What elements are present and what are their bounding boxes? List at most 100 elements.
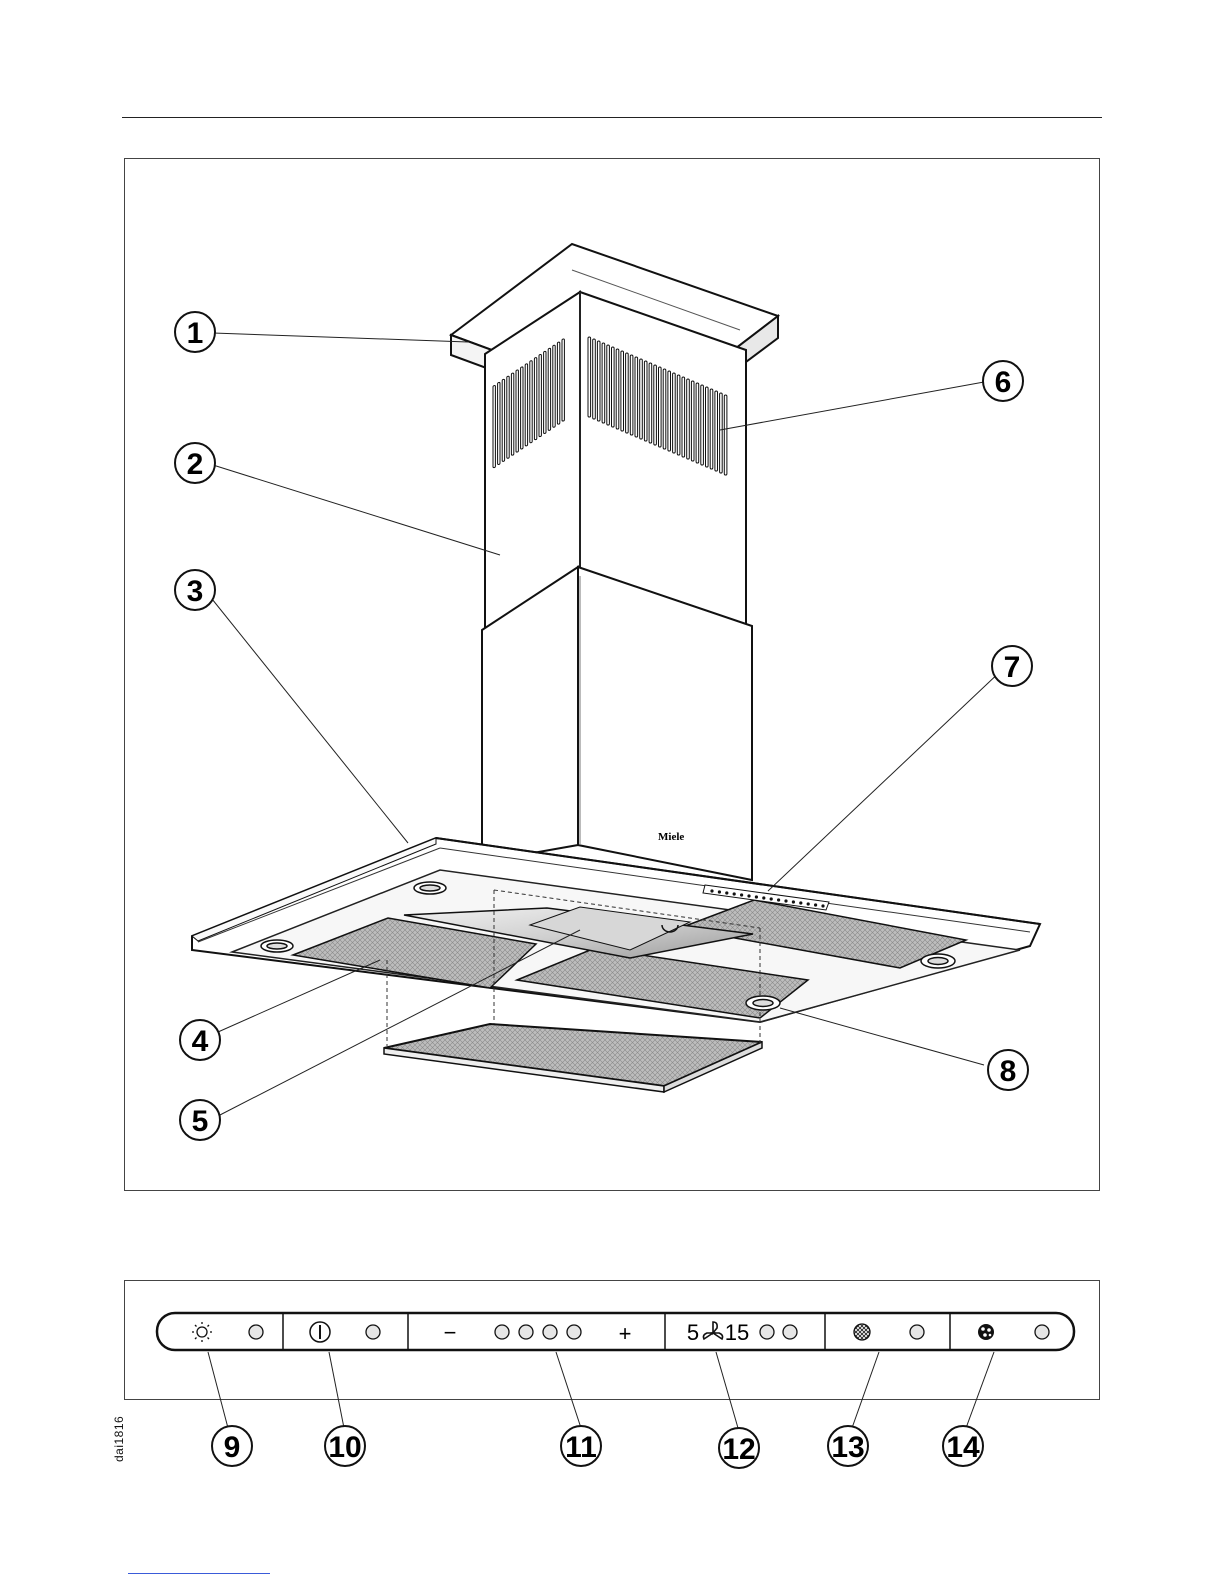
timer-indicator-15	[783, 1325, 797, 1339]
vent-slot	[649, 363, 652, 443]
svg-text:7: 7	[1004, 651, 1021, 684]
svg-text:5: 5	[192, 1105, 209, 1138]
vent-slot	[682, 377, 685, 457]
callout-12: 12	[719, 1428, 759, 1468]
mini-control-dot	[762, 896, 765, 899]
mini-control-dot	[799, 901, 802, 904]
callout-14: 14	[943, 1426, 983, 1466]
mini-control-dot	[770, 897, 773, 900]
svg-text:4: 4	[192, 1025, 209, 1058]
svg-text:13: 13	[831, 1431, 864, 1464]
mini-control-dot	[740, 893, 743, 896]
mini-control-dot	[718, 890, 721, 893]
panel-callout-markers: 9 10 11 12 13 14	[212, 1426, 983, 1468]
vent-slot	[498, 382, 500, 464]
vent-slot	[553, 345, 555, 427]
mini-control-dot	[777, 898, 780, 901]
vent-slot	[511, 373, 513, 455]
figure-code: dai1816	[112, 1416, 126, 1462]
light-indicator	[249, 1325, 263, 1339]
callout-2: 2	[175, 443, 215, 483]
vent-slot	[673, 373, 676, 453]
speed-plus-button[interactable]: +	[619, 1321, 632, 1346]
vent-slot	[640, 359, 643, 439]
svg-text:1: 1	[187, 317, 204, 350]
mini-control-dot	[792, 900, 795, 903]
vent-slot	[621, 351, 624, 431]
vent-slot	[507, 376, 509, 458]
removed-grease-filter	[384, 1024, 762, 1092]
vent-slot	[630, 355, 633, 435]
svg-text:6: 6	[995, 366, 1012, 399]
vent-slot	[521, 367, 523, 449]
lower-chimney-section	[482, 567, 752, 880]
mini-control-dot	[807, 902, 810, 905]
vent-slot	[720, 393, 723, 473]
vent-slot	[607, 345, 610, 425]
callout-13: 13	[828, 1426, 868, 1466]
mini-control-dot	[821, 904, 824, 907]
vent-slot	[525, 364, 527, 446]
vent-slot	[644, 361, 647, 441]
grease-filter-icon	[854, 1324, 870, 1340]
svg-text:11: 11	[565, 1431, 597, 1464]
control-panel: − + 5 15	[157, 1313, 1074, 1350]
svg-text:12: 12	[722, 1433, 755, 1466]
callout-8: 8	[988, 1050, 1028, 1090]
svg-text:8: 8	[1000, 1055, 1017, 1088]
grease-filter-indicator	[910, 1325, 924, 1339]
speed-indicator-3	[543, 1325, 557, 1339]
vent-slot	[626, 353, 629, 433]
vent-slot	[602, 343, 605, 423]
vent-slot	[659, 367, 662, 447]
vent-slot	[544, 351, 546, 433]
vent-slot	[616, 349, 619, 429]
panel-callout-leaders	[208, 1352, 994, 1428]
vent-slot	[593, 339, 596, 419]
vent-slot	[691, 381, 694, 461]
vent-slot	[539, 354, 541, 436]
speed-minus-button[interactable]: −	[444, 1320, 457, 1345]
power-indicator	[366, 1325, 380, 1339]
callout-10: 10	[325, 1426, 365, 1466]
mini-control-dot	[733, 892, 736, 895]
speed-indicator-2	[519, 1325, 533, 1339]
vent-slot	[530, 361, 532, 443]
vent-slot	[612, 347, 615, 427]
callout-4: 4	[180, 1020, 220, 1060]
vent-slot	[516, 370, 518, 452]
odour-filter-indicator	[1035, 1325, 1049, 1339]
mini-control-dot	[747, 894, 750, 897]
timer-15-label: 15	[725, 1320, 749, 1345]
vent-slot	[654, 365, 657, 445]
vent-slot	[724, 395, 727, 475]
callout-7: 7	[992, 646, 1032, 686]
mini-control-dot	[814, 903, 817, 906]
vent-slot	[696, 383, 699, 463]
callout-1: 1	[175, 312, 215, 352]
callout-5: 5	[180, 1100, 220, 1140]
vent-slot	[493, 385, 495, 467]
speed-indicator-4	[567, 1325, 581, 1339]
vent-slot	[706, 387, 709, 467]
vent-slot	[687, 379, 690, 459]
vent-slot	[548, 348, 550, 430]
vent-slot	[701, 385, 704, 465]
svg-text:2: 2	[187, 448, 204, 481]
timer-5-label: 5	[687, 1320, 699, 1345]
mini-control-dot	[725, 891, 728, 894]
vent-slot	[710, 389, 713, 469]
callout-9: 9	[212, 1426, 252, 1466]
timer-indicator-5	[760, 1325, 774, 1339]
vent-slot	[534, 357, 536, 439]
callout-6: 6	[983, 361, 1023, 401]
power-icon	[310, 1322, 330, 1342]
svg-text:9: 9	[224, 1431, 241, 1464]
vent-slot	[588, 337, 591, 417]
vent-slot	[668, 371, 671, 451]
vent-slot	[557, 342, 559, 424]
vent-slot	[677, 375, 680, 455]
mini-control-dot	[710, 889, 713, 892]
svg-text:10: 10	[328, 1431, 361, 1464]
